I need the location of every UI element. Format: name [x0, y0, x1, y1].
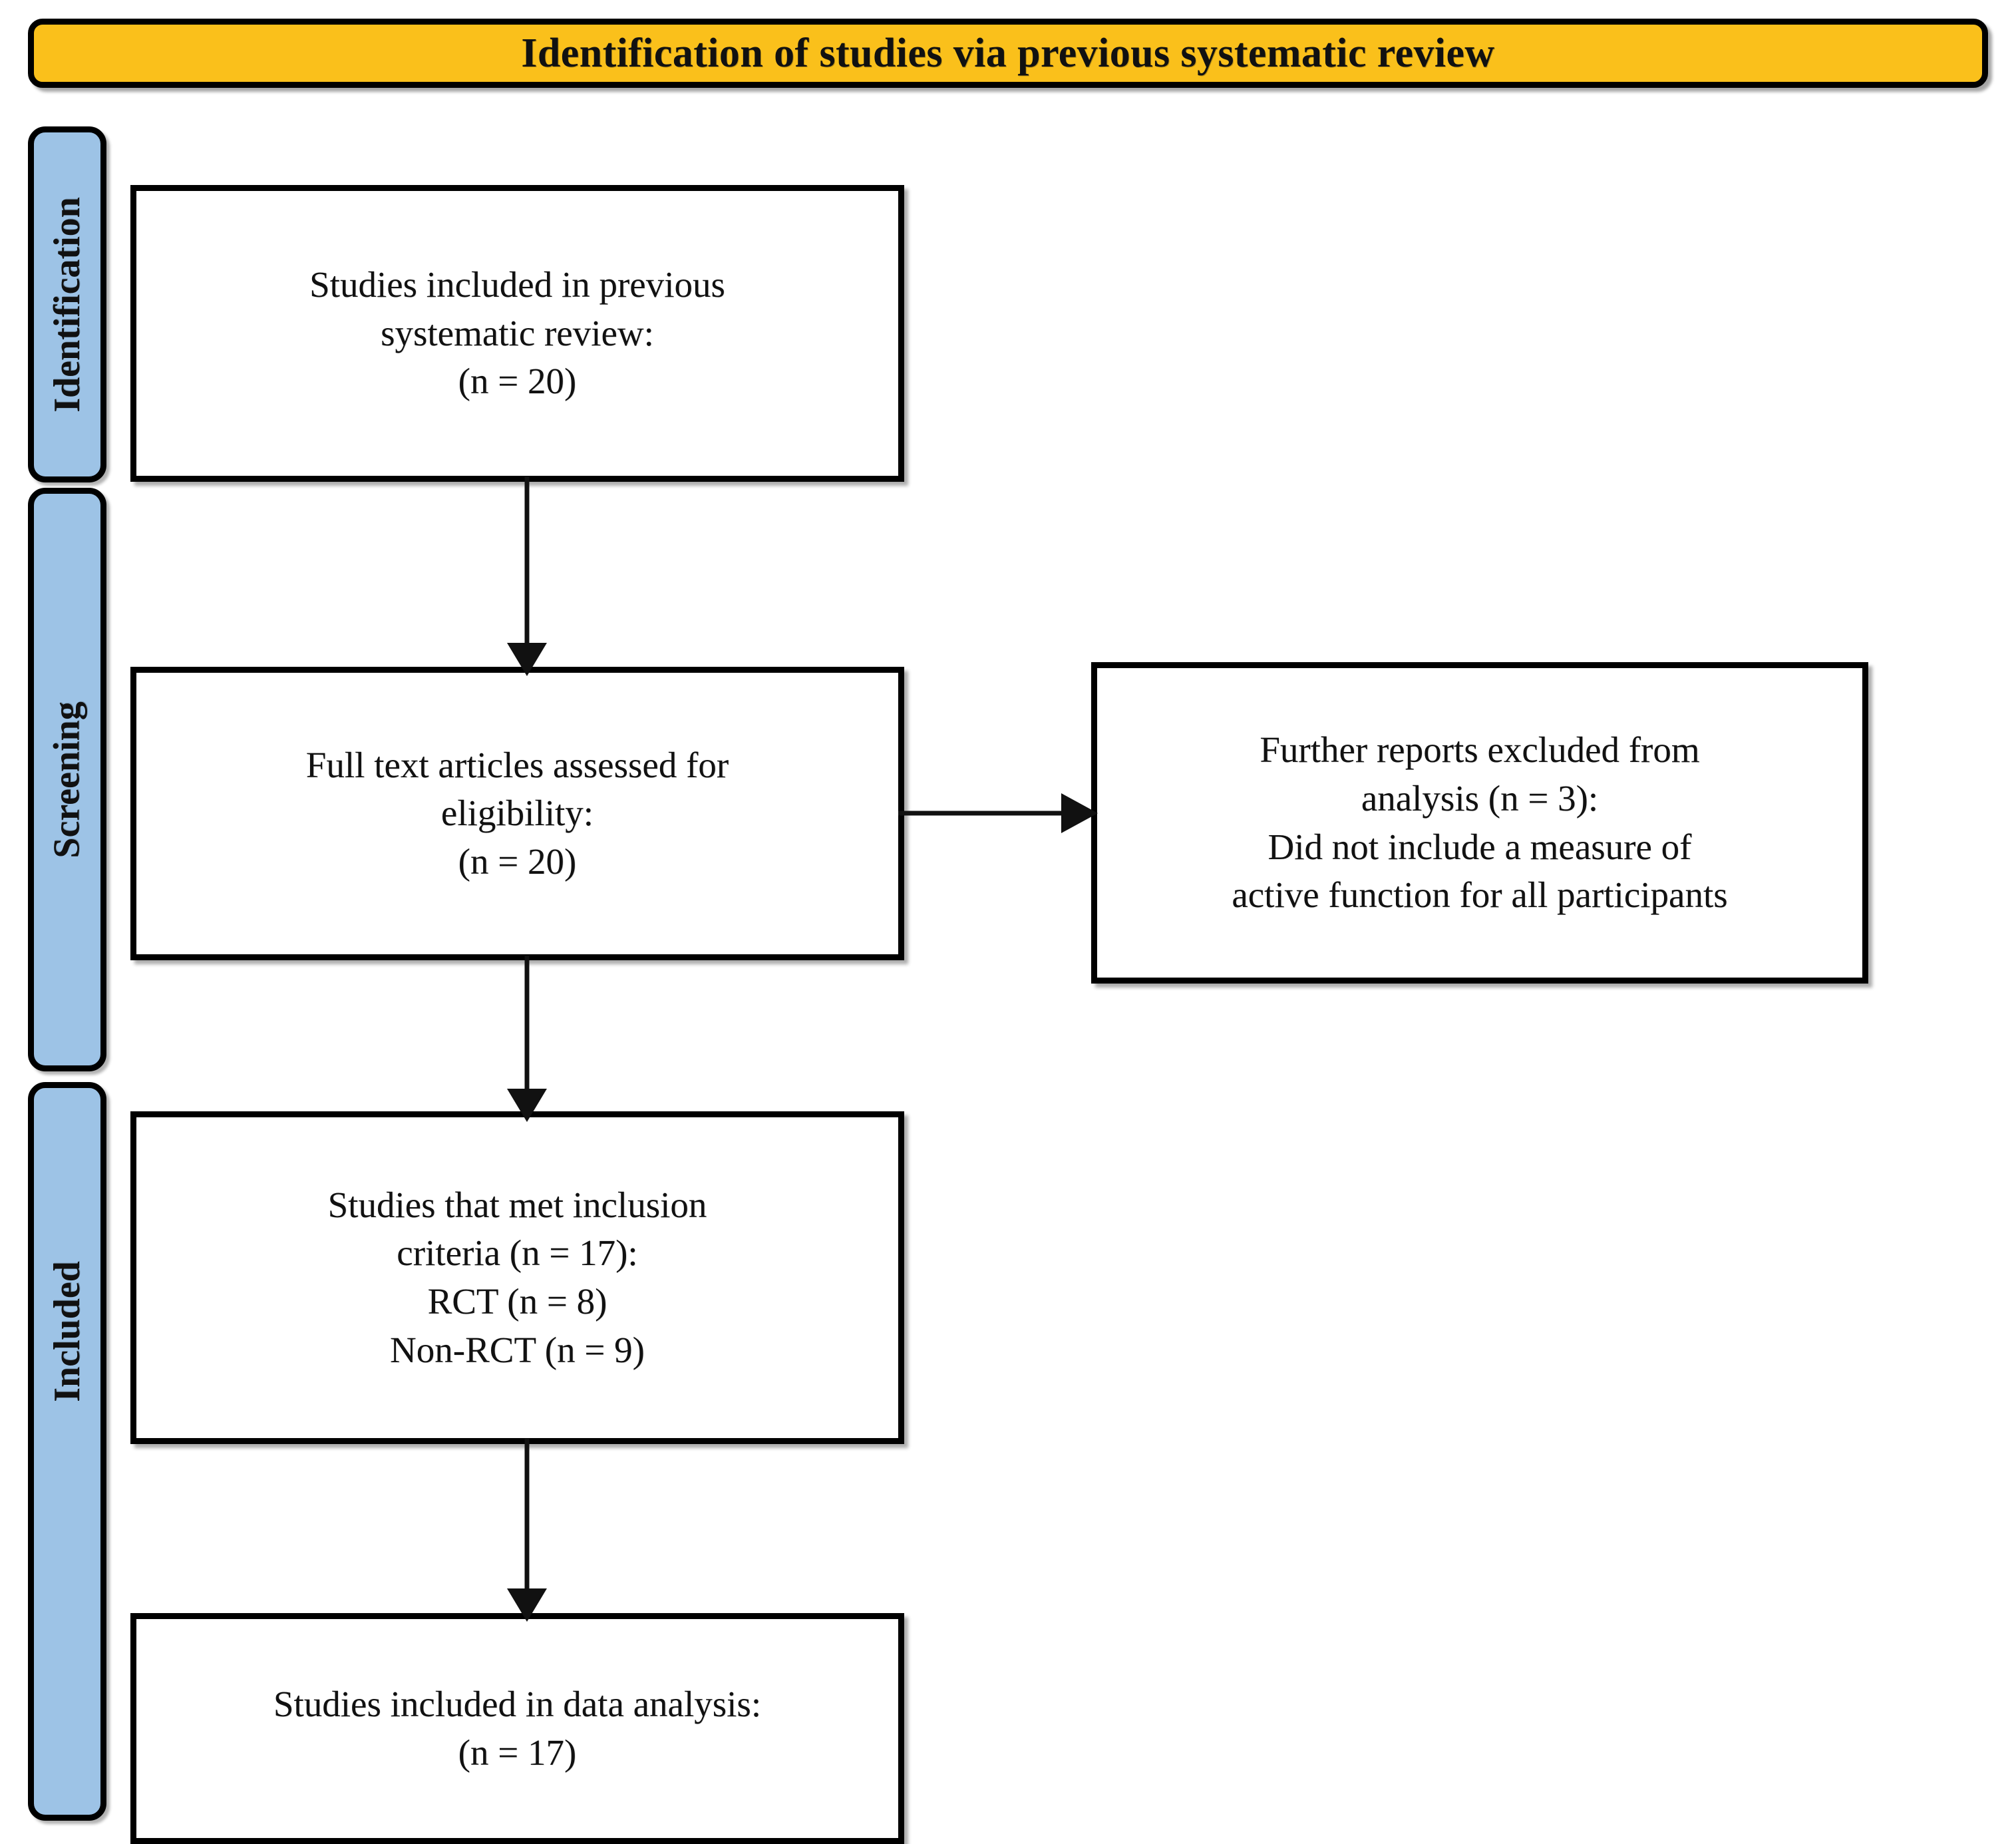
- flow-box-line: criteria (n = 17):: [397, 1232, 638, 1274]
- flow-box-line: Studies that met inclusion: [327, 1184, 707, 1225]
- stage-label-screening: Screening: [47, 701, 88, 858]
- diagram-title: Identification of studies via previous s…: [521, 30, 1495, 76]
- stage-rail-screening: Screening: [28, 488, 106, 1071]
- flow-box-line: Studies included in data analysis:: [273, 1683, 762, 1724]
- flow-box-line: systematic review:: [381, 312, 654, 353]
- stage-rail-identification: Identification: [28, 126, 106, 482]
- flow-box-line: active function for all participants: [1232, 874, 1728, 916]
- arrow-right-icon-fulltext-to-excluded: [898, 793, 1098, 833]
- flow-box-line: analysis (n = 3):: [1361, 777, 1599, 819]
- arrow-down-icon-fulltext-to-inclusion: [507, 956, 547, 1122]
- flow-box-line: Non-RCT (n = 9): [390, 1329, 645, 1370]
- flow-box-line: Further reports excluded from: [1260, 729, 1700, 771]
- arrow-down-icon-previous-to-fulltext: [507, 476, 547, 676]
- stage-rail-included: Included: [28, 1082, 106, 1821]
- flow-box-met-inclusion-criteria: Studies that met inclusion criteria (n =…: [130, 1111, 904, 1444]
- flow-box-line: (n = 20): [458, 840, 577, 882]
- flow-box-line: Studies included in previous: [309, 264, 725, 305]
- flow-box-further-reports-excluded: Further reports excluded from analysis (…: [1091, 662, 1868, 984]
- flow-box-line: Did not include a measure of: [1267, 826, 1692, 867]
- flow-box-fulltext-eligibility: Full text articles assessed for eligibil…: [130, 667, 904, 960]
- flow-box-line: (n = 17): [458, 1732, 577, 1773]
- flow-box-data-analysis: Studies included in data analysis: (n = …: [130, 1613, 904, 1844]
- stage-label-included: Included: [47, 1261, 88, 1402]
- flow-box-line: (n = 20): [458, 361, 577, 402]
- arrow-down-icon-inclusion-to-analysis: [507, 1439, 547, 1622]
- diagram-header-banner: Identification of studies via previous s…: [28, 19, 1988, 88]
- flow-box-previous-review: Studies included in previous systematic …: [130, 185, 904, 482]
- flow-box-line: RCT (n = 8): [427, 1281, 607, 1322]
- flow-box-line: eligibility:: [440, 793, 594, 834]
- stage-label-identification: Identification: [47, 196, 88, 413]
- flow-box-line: Full text articles assessed for: [305, 744, 729, 785]
